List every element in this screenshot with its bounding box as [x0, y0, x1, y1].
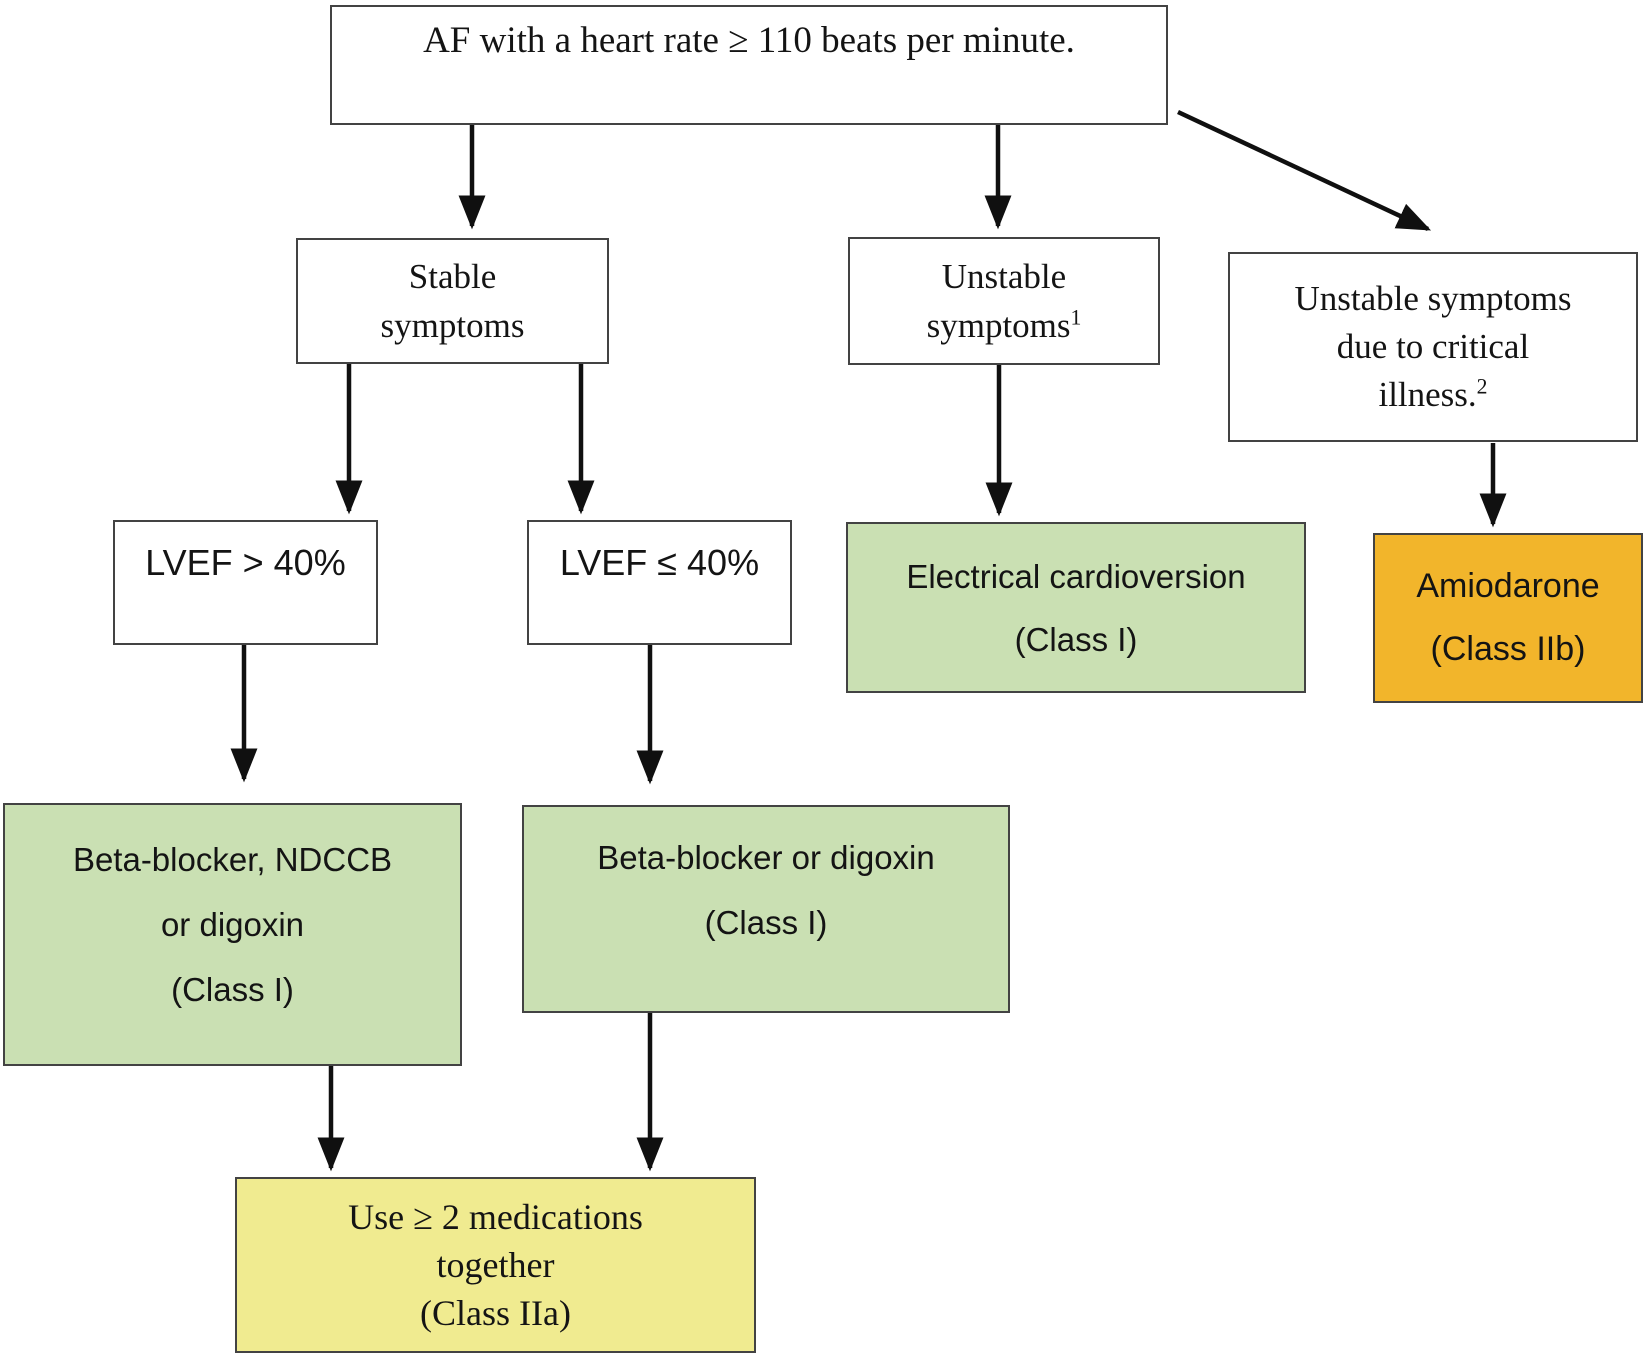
multi-line-2: together — [436, 1245, 555, 1285]
node-betablocker-ndccb-digoxin: Beta-blocker, NDCCB or digoxin (Class I) — [3, 803, 462, 1066]
combo2-line-2: (Class I) — [704, 904, 828, 941]
stable-line-2: symptoms — [380, 306, 525, 345]
stable-line-1: Stable — [408, 257, 497, 296]
node-unstable-symptoms: Unstable symptoms1 — [848, 237, 1160, 365]
arrow-root-to-critical — [1177, 109, 1432, 232]
node-af-heart-rate-text: AF with a heart rate ≥ 110 beats per min… — [423, 20, 1075, 61]
unstable-line-1: Unstable — [941, 257, 1067, 296]
lvef-gt-text: LVEF > 40% — [145, 542, 346, 583]
lvef-le-text: LVEF ≤ 40% — [559, 542, 760, 583]
amiodarone-line-1: Amiodarone — [1416, 567, 1600, 605]
amiodarone-line-2: (Class IIb) — [1430, 630, 1586, 668]
combo1-line-1: Beta-blocker, NDCCB — [72, 841, 393, 878]
node-amiodarone: Amiodarone (Class IIb) — [1373, 533, 1643, 703]
cardioversion-line-1: Electrical cardioversion — [906, 557, 1246, 595]
critical-line-3: illness.2 — [1378, 374, 1488, 414]
footnote-marker-1: 1 — [1070, 305, 1082, 330]
footnote-marker-2: 2 — [1476, 374, 1488, 399]
node-af-heart-rate: AF with a heart rate ≥ 110 beats per min… — [330, 5, 1168, 125]
node-unstable-critical-illness: Unstable symptoms due to critical illnes… — [1228, 252, 1638, 442]
cardioversion-line-2: (Class I) — [1014, 620, 1138, 658]
unstable-line-2: symptoms1 — [926, 305, 1082, 345]
critical-line-2: due to critical — [1336, 327, 1530, 366]
node-electrical-cardioversion: Electrical cardioversion (Class I) — [846, 522, 1306, 693]
node-betablocker-or-digoxin: Beta-blocker or digoxin (Class I) — [522, 805, 1010, 1013]
combo1-line-2: or digoxin — [160, 906, 305, 943]
multi-line-3: (Class IIa) — [420, 1293, 571, 1333]
combo1-line-3: (Class I) — [171, 971, 294, 1008]
node-stable-symptoms: Stable symptoms — [296, 238, 609, 364]
multi-line-1: Use ≥ 2 medications — [348, 1197, 643, 1237]
node-lvef-gt-40: LVEF > 40% — [113, 520, 378, 645]
node-lvef-le-40: LVEF ≤ 40% — [527, 520, 792, 645]
combo2-line-1: Beta-blocker or digoxin — [597, 839, 935, 876]
critical-line-1: Unstable symptoms — [1294, 279, 1572, 318]
node-use-2-medications: Use ≥ 2 medications together (Class IIa) — [235, 1177, 756, 1353]
